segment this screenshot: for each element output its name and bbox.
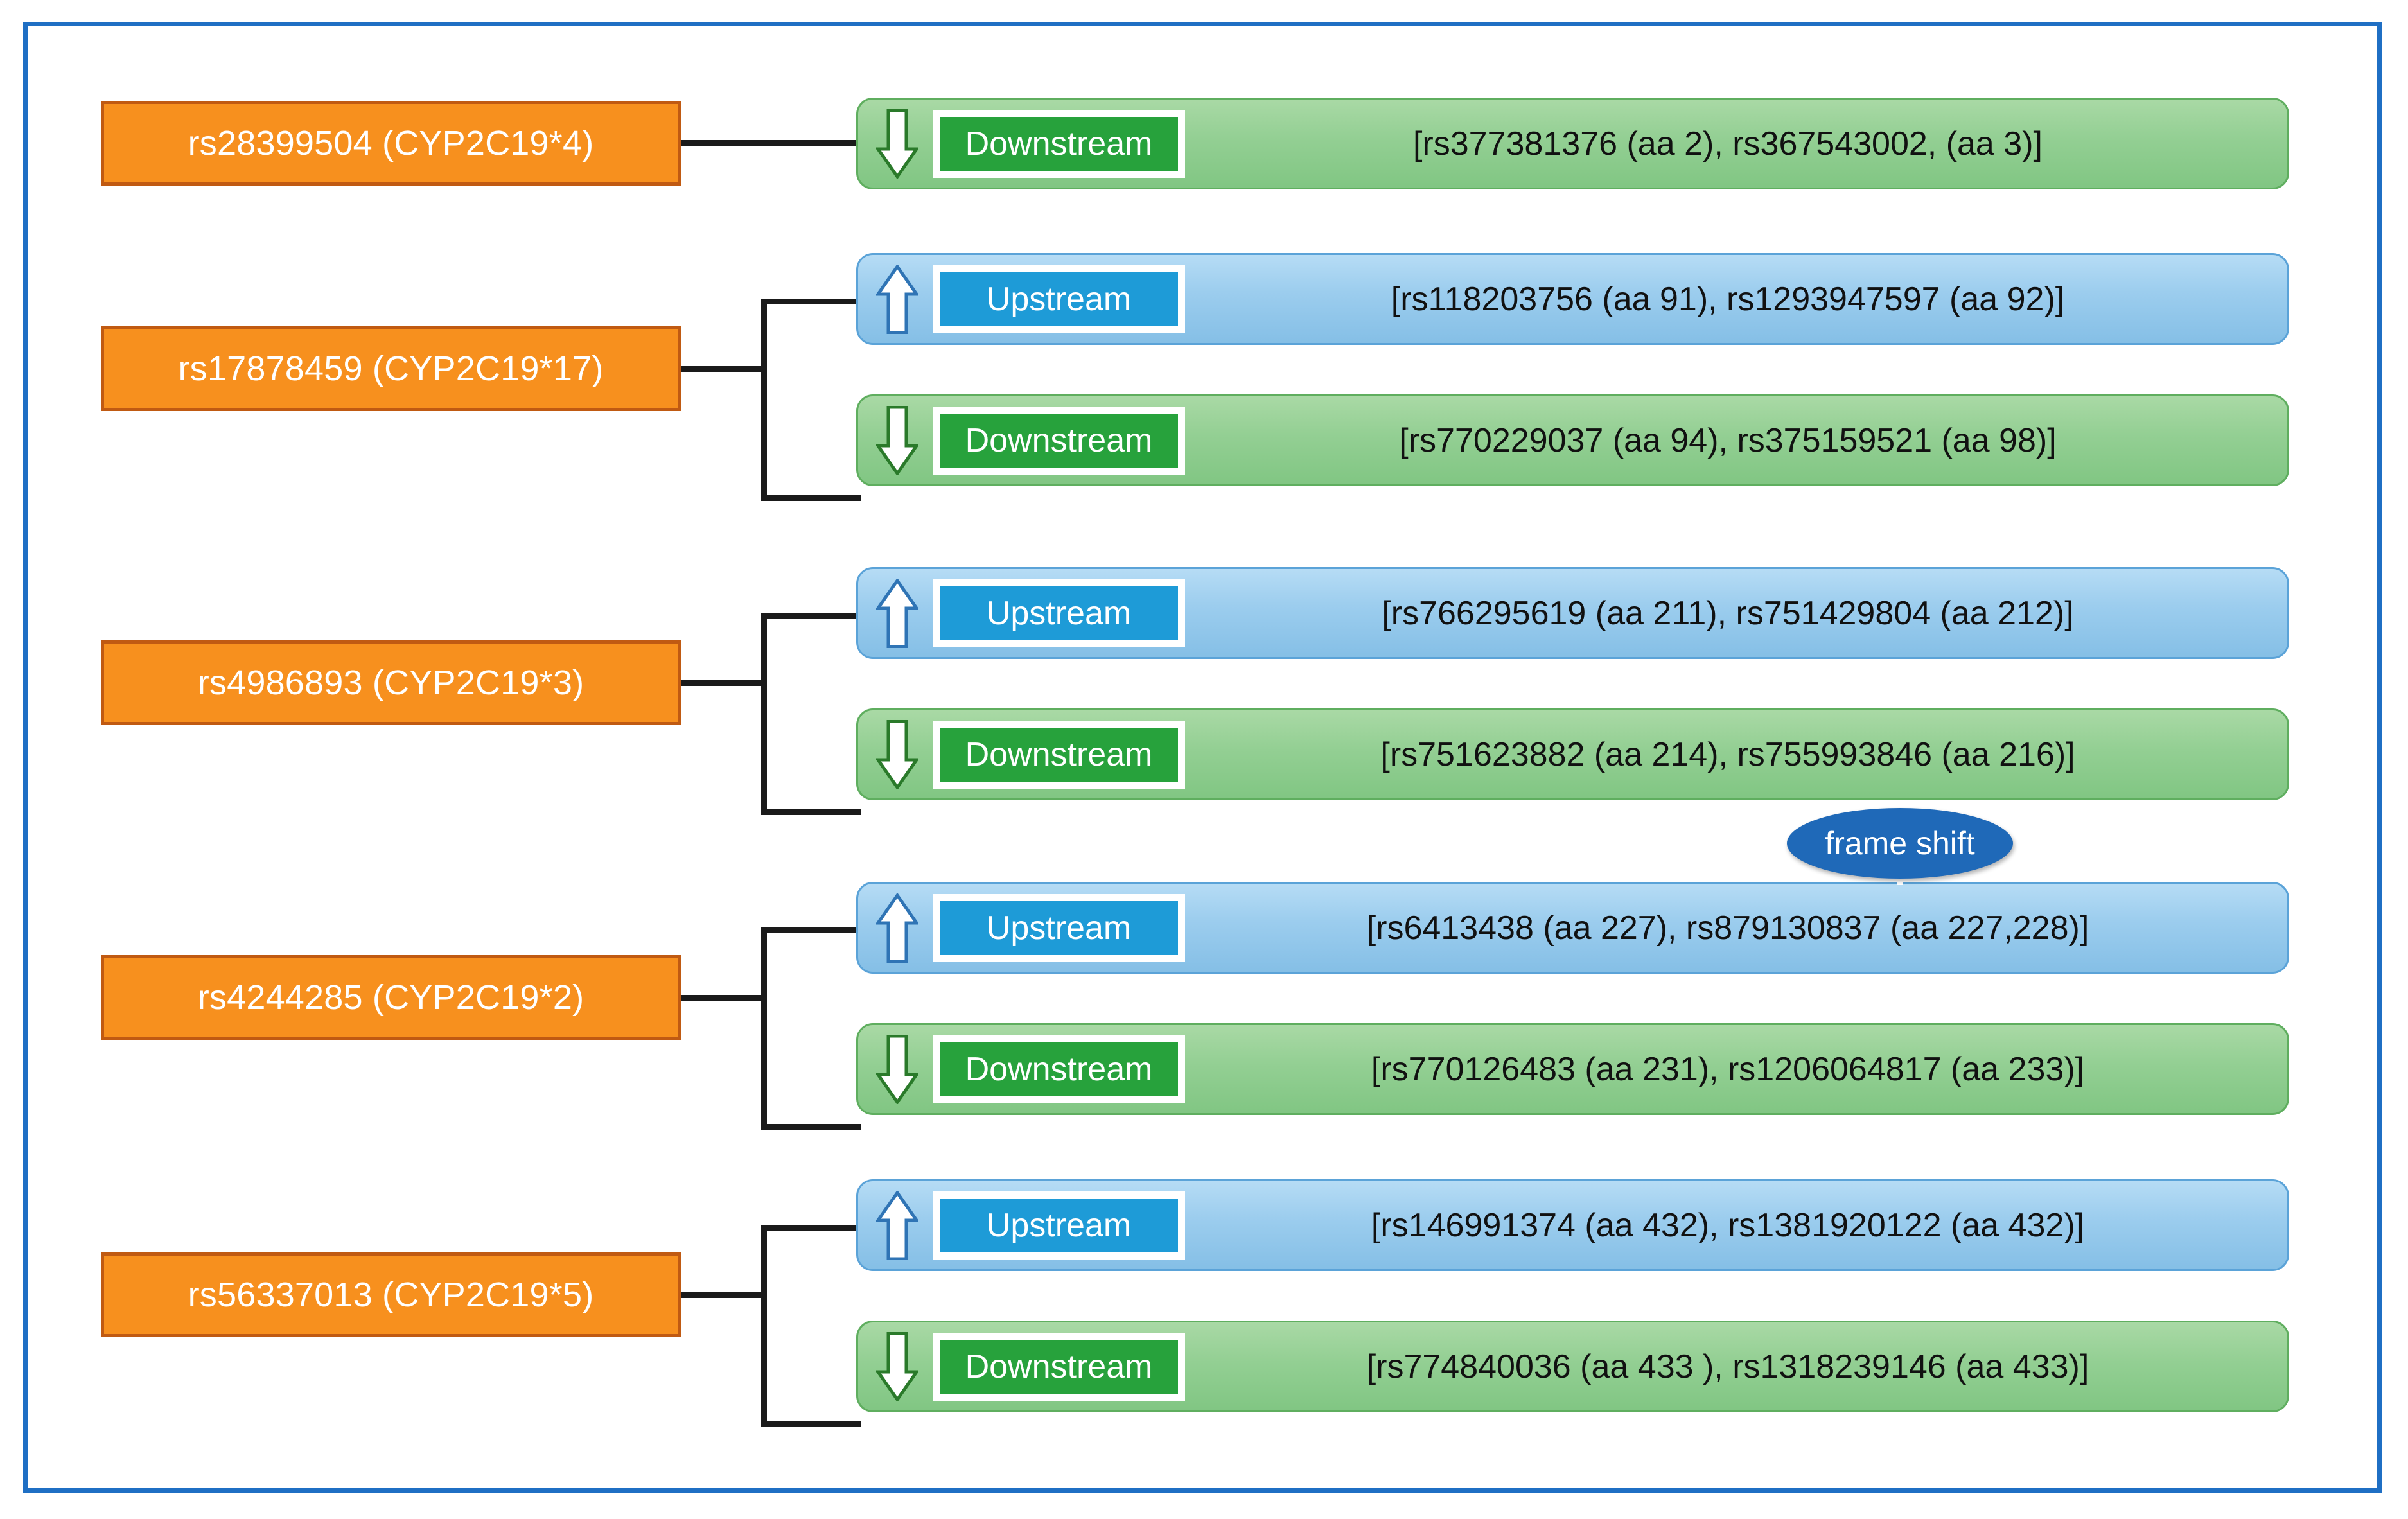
arrow-up-icon — [876, 893, 918, 963]
direction-label: Upstream — [986, 280, 1132, 318]
direction-label: Downstream — [965, 125, 1153, 162]
connector-1-single — [681, 140, 857, 146]
variant-label-5: rs56337013 (CYP2C19*5) — [188, 1276, 594, 1314]
bar-detail-5-upstream: [rs146991374 (aa 432), rs1381920122 (aa … — [1371, 1206, 2085, 1244]
bar-detail-5-downstream: [rs774840036 (aa 433 ), rs1318239146 (aa… — [1366, 1348, 2089, 1385]
bar-detail-2-downstream: [rs770229037 (aa 94), rs375159521 (aa 98… — [1399, 421, 2057, 459]
bar-detail-3-downstream: [rs751623882 (aa 214), rs755993846 (aa 2… — [1380, 735, 2075, 773]
arrow-down-icon — [876, 1034, 918, 1104]
frame-shift-callout: frame shift — [1787, 808, 2013, 879]
bar-5-upstream: Upstream [rs146991374 (aa 432), rs138192… — [856, 1179, 2289, 1271]
arrow-down-icon — [876, 719, 918, 789]
connector-2-stem — [681, 366, 761, 372]
variant-label-4: rs4244285 (CYP2C19*2) — [197, 978, 584, 1017]
connector-4-spine — [761, 927, 767, 1130]
connector-2-spine — [761, 299, 767, 501]
connector-3-upper — [761, 613, 861, 619]
direction-label: Downstream — [965, 735, 1153, 773]
direction-label: Upstream — [986, 594, 1132, 632]
direction-chip-4-downstream: Downstream — [933, 1035, 1185, 1103]
direction-label: Downstream — [965, 1348, 1153, 1385]
variant-box-1: rs28399504 (CYP2C19*4) — [101, 101, 681, 186]
direction-label: Upstream — [986, 909, 1132, 947]
variant-box-4: rs4244285 (CYP2C19*2) — [101, 955, 681, 1040]
variant-box-2: rs17878459 (CYP2C19*17) — [101, 326, 681, 411]
connector-5-stem — [681, 1292, 761, 1298]
direction-chip-5-upstream: Upstream — [933, 1191, 1185, 1260]
direction-chip-3-downstream: Downstream — [933, 720, 1185, 789]
variant-label-2: rs17878459 (CYP2C19*17) — [178, 349, 604, 388]
bar-2-downstream: Downstream [rs770229037 (aa 94), rs37515… — [856, 394, 2289, 486]
variant-box-5: rs56337013 (CYP2C19*5) — [101, 1252, 681, 1337]
bar-detail-3-upstream: [rs766295619 (aa 211), rs751429804 (aa 2… — [1382, 594, 2074, 632]
frame-shift-label: frame shift — [1825, 825, 1975, 861]
bar-detail-4-downstream: [rs770126483 (aa 231), rs1206064817 (aa … — [1371, 1050, 2085, 1088]
bar-2-upstream: Upstream [rs118203756 (aa 91), rs1293947… — [856, 253, 2289, 345]
connector-4-upper — [761, 927, 861, 933]
direction-chip-4-upstream: Upstream — [933, 893, 1185, 962]
connector-5-lower — [761, 1421, 861, 1427]
bar-4-upstream: Upstream [rs6413438 (aa 227), rs87913083… — [856, 882, 2289, 974]
direction-chip-1-downstream: Downstream — [933, 109, 1185, 178]
direction-chip-2-upstream: Upstream — [933, 265, 1185, 333]
connector-2-lower — [761, 495, 861, 501]
arrow-down-icon — [876, 109, 918, 179]
direction-chip-3-upstream: Upstream — [933, 579, 1185, 647]
bar-4-downstream: Downstream [rs770126483 (aa 231), rs1206… — [856, 1023, 2289, 1115]
bar-detail-2-upstream: [rs118203756 (aa 91), rs1293947597 (aa 9… — [1391, 280, 2065, 318]
bar-3-upstream: Upstream [rs766295619 (aa 211), rs751429… — [856, 567, 2289, 659]
direction-label: Downstream — [965, 1050, 1153, 1088]
connector-3-spine — [761, 613, 767, 815]
direction-chip-5-downstream: Downstream — [933, 1332, 1185, 1401]
connector-3-lower — [761, 809, 861, 815]
connector-4-lower — [761, 1124, 861, 1130]
connector-2-upper — [761, 299, 861, 304]
direction-chip-2-downstream: Downstream — [933, 406, 1185, 475]
connector-4-stem — [681, 995, 761, 1001]
arrow-up-icon — [876, 578, 918, 648]
arrow-down-icon — [876, 405, 918, 475]
arrow-down-icon — [876, 1331, 918, 1401]
bar-detail-4-upstream: [rs6413438 (aa 227), rs879130837 (aa 227… — [1366, 909, 2089, 947]
variant-label-1: rs28399504 (CYP2C19*4) — [188, 124, 594, 162]
variant-box-3: rs4986893 (CYP2C19*3) — [101, 640, 681, 725]
connector-5-upper — [761, 1225, 861, 1231]
direction-label: Upstream — [986, 1206, 1132, 1244]
arrow-up-icon — [876, 1190, 918, 1260]
connector-3-stem — [681, 680, 761, 686]
direction-label: Downstream — [965, 421, 1153, 459]
connector-5-spine — [761, 1225, 767, 1427]
bar-3-downstream: Downstream [rs751623882 (aa 214), rs7559… — [856, 708, 2289, 800]
bar-detail-1-downstream: [rs377381376 (aa 2), rs367543002, (aa 3)… — [1412, 125, 2043, 162]
arrow-up-icon — [876, 264, 918, 334]
bar-1-downstream: Downstream [rs377381376 (aa 2), rs367543… — [856, 98, 2289, 189]
bar-5-downstream: Downstream [rs774840036 (aa 433 ), rs131… — [856, 1321, 2289, 1412]
variant-label-3: rs4986893 (CYP2C19*3) — [197, 663, 584, 702]
